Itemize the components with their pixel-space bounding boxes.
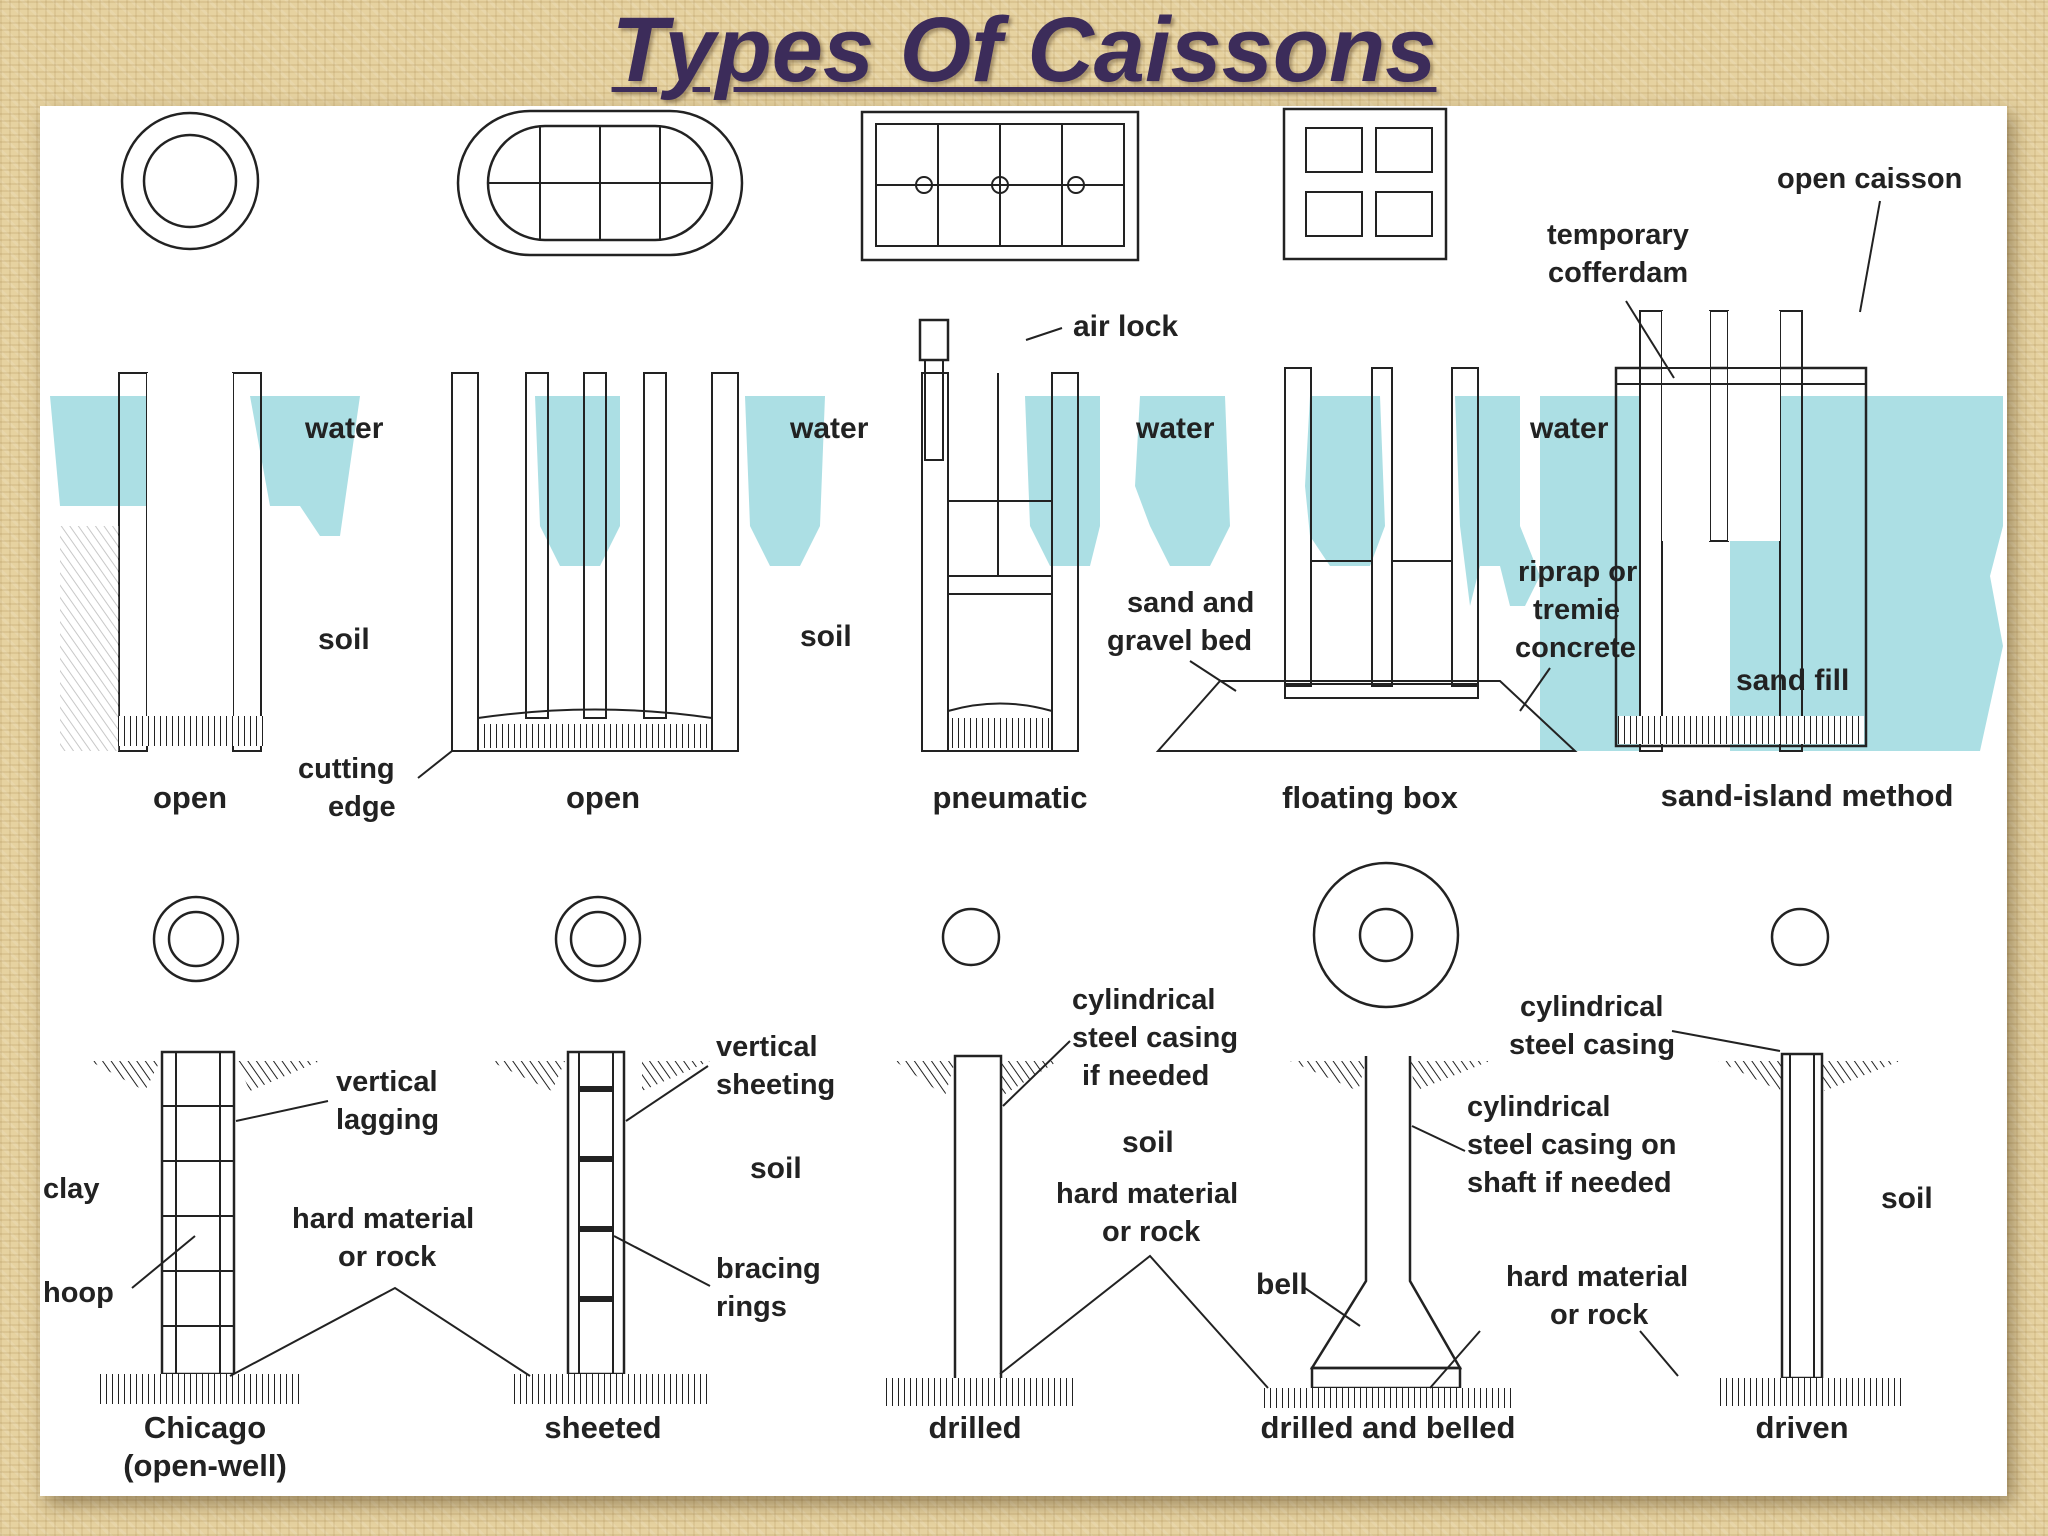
caisson-floating-box: [1155, 367, 1578, 752]
hard-material-3-line-2: or rock: [1550, 1299, 1649, 1331]
casing-shaft-line-3: shaft if needed: [1467, 1167, 1672, 1199]
caisson-sand-island: [1614, 310, 1868, 752]
riprap-line-3: concrete: [1515, 632, 1636, 664]
page-title: Types Of Caissons: [611, 0, 1437, 101]
caisson-driven: [1720, 1052, 1902, 1406]
sand-fill-label: sand fill: [1736, 664, 1849, 697]
soil-label-b2: soil: [1122, 1126, 1174, 1159]
caption-driven: driven: [1755, 1410, 1848, 1445]
caption-sheeted: sheeted: [544, 1410, 661, 1445]
caption-open-1: open: [153, 780, 227, 815]
water-label-4: water: [1529, 412, 1609, 445]
plan-open-multicell: [456, 109, 744, 257]
casing-needed-line-1: cylindrical: [1072, 984, 1215, 1016]
driven-casing-line-2: steel casing: [1509, 1029, 1675, 1061]
bracing-leader: [613, 1235, 711, 1287]
caption-drilled: drilled: [928, 1410, 1021, 1445]
caption-open-well: (open-well): [123, 1448, 287, 1483]
caisson-diagram: water water water water soil soil cuttin…: [40, 107, 2003, 1483]
water-label-1: water: [304, 412, 384, 445]
soil-label-1: soil: [318, 623, 370, 656]
caption-drilled-belled: drilled and belled: [1261, 1410, 1516, 1445]
riprap-line-1: riprap or: [1518, 556, 1637, 588]
plan-chicago: [152, 895, 240, 983]
caption-chicago: Chicago: [144, 1410, 266, 1445]
bell-leader: [1301, 1285, 1361, 1327]
hoop-leader: [131, 1235, 196, 1289]
hoop-label: hoop: [43, 1277, 114, 1309]
sand-gravel-leader: [1189, 660, 1237, 692]
caption-pneumatic: pneumatic: [932, 780, 1087, 815]
caption-sand-island: sand-island method: [1661, 778, 1954, 813]
hard-material-2-line-1: hard material: [1056, 1178, 1238, 1210]
sand-gravel-line-1: sand and: [1127, 587, 1254, 619]
air-lock-leader: [1025, 327, 1063, 341]
open-caisson-label: open caisson: [1777, 163, 1962, 195]
casing-needed-leader: [1002, 1040, 1071, 1107]
sheeting-line-2: sheeting: [716, 1069, 835, 1101]
sheeting-leader: [625, 1065, 709, 1122]
caisson-drilled-belled: [1260, 1056, 1512, 1408]
casing-shaft-line-1: cylindrical: [1467, 1091, 1610, 1123]
caisson-drilled: [885, 1054, 1075, 1406]
cutting-edge-line-2: edge: [328, 791, 396, 823]
riprap-line-2: tremie: [1533, 594, 1620, 626]
caisson-sheeted: [510, 1050, 710, 1404]
clay-label: clay: [43, 1173, 99, 1205]
soil-label-b1: soil: [750, 1152, 802, 1185]
riprap-leader: [1519, 667, 1551, 712]
water-band: [40, 396, 2003, 751]
bracing-line-2: rings: [716, 1291, 787, 1323]
hard-material-3-line-1: hard material: [1506, 1261, 1688, 1293]
plan-drilled: [941, 907, 1001, 967]
ground-surfaces: [90, 1061, 1900, 1096]
cofferdam-line-1: temporary: [1547, 219, 1689, 251]
cofferdam-leader: [1625, 300, 1675, 379]
plan-floating-box: [1282, 107, 1448, 261]
cofferdam-line-2: cofferdam: [1548, 257, 1688, 289]
air-lock-label: air lock: [1073, 310, 1178, 343]
hard-material-1-line-2: or rock: [338, 1241, 437, 1273]
driven-casing-leader: [1671, 1030, 1781, 1052]
hard-material-1-line-1: hard material: [292, 1203, 474, 1235]
plan-drilled-belled: [1312, 861, 1460, 1009]
sand-gravel-line-2: gravel bed: [1107, 625, 1252, 657]
bell-label: bell: [1256, 1268, 1308, 1301]
driven-casing-line-1: cylindrical: [1520, 991, 1663, 1023]
soil-label-b3: soil: [1881, 1182, 1933, 1215]
caisson-chicago: [100, 1050, 300, 1404]
caisson-pneumatic: [918, 318, 1079, 752]
casing-shaft-line-2: steel casing on: [1467, 1129, 1677, 1161]
cutting-edge-line-1: cutting: [298, 753, 395, 785]
lagging-leader: [235, 1100, 329, 1122]
soil-label-2: soil: [800, 620, 852, 653]
hard-material-3-leader-right: [1639, 1330, 1679, 1377]
plan-sheeted: [554, 895, 642, 983]
water-label-2: water: [789, 412, 869, 445]
hard-material-2-leader: [999, 1254, 1269, 1389]
lagging-line-1: vertical: [336, 1066, 438, 1098]
caisson-open-single: [60, 372, 263, 752]
hard-material-3-leader-left: [1429, 1330, 1481, 1389]
bracing-line-1: bracing: [716, 1253, 821, 1285]
cutting-edge-leader: [417, 750, 453, 779]
caption-open-2: open: [566, 780, 640, 815]
sheeting-line-1: vertical: [716, 1031, 818, 1063]
caisson-open-multicell: [451, 372, 739, 752]
plan-open-ring: [120, 111, 260, 251]
plan-pneumatic: [860, 110, 1140, 262]
casing-needed-line-2: steel casing: [1072, 1022, 1238, 1054]
caption-floating-box: floating box: [1282, 780, 1458, 815]
diagram-panel: water water water water soil soil cuttin…: [40, 106, 2007, 1496]
lagging-line-2: lagging: [336, 1104, 439, 1136]
plan-driven: [1770, 907, 1830, 967]
water-label-3: water: [1135, 412, 1215, 445]
casing-shaft-leader: [1411, 1125, 1466, 1152]
casing-needed-line-3: if needed: [1082, 1060, 1209, 1092]
hard-material-2-line-2: or rock: [1102, 1216, 1201, 1248]
hard-material-1-leader: [229, 1286, 531, 1377]
open-caisson-leader: [1859, 200, 1881, 313]
